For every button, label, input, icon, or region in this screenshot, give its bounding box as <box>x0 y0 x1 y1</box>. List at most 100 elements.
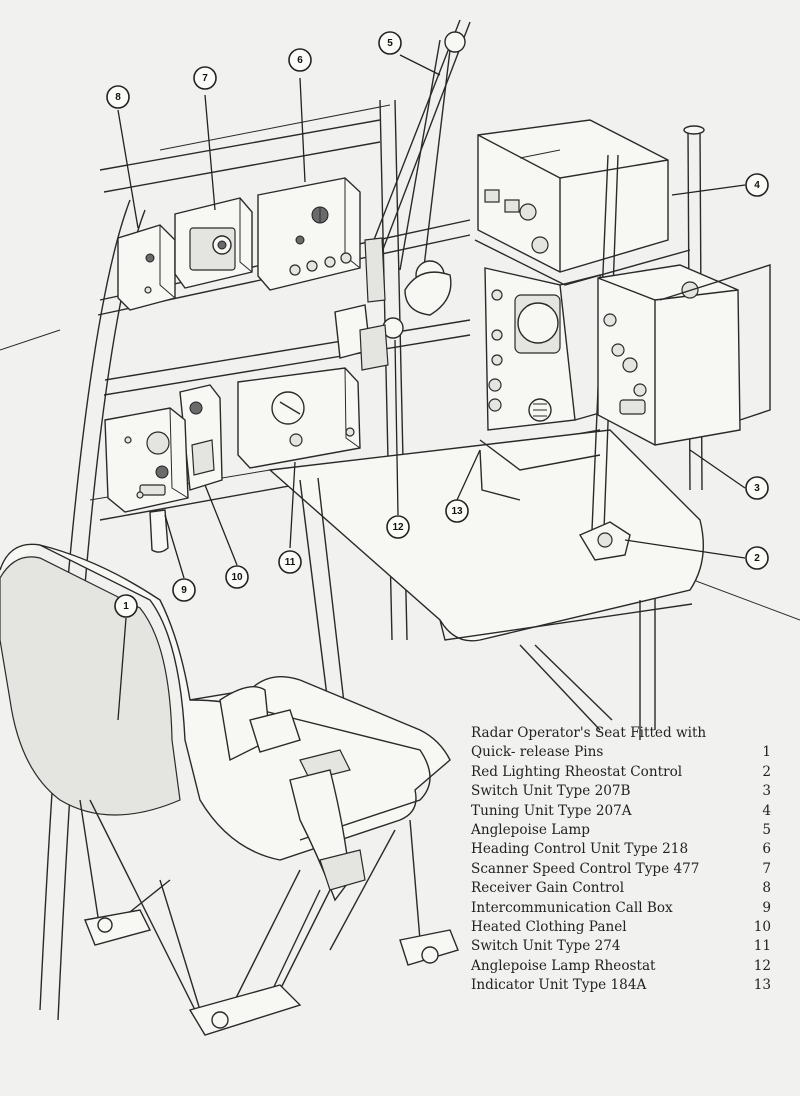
legend-row: Heated Clothing Panel 10 <box>471 918 771 937</box>
callout-4: 4 <box>745 173 769 197</box>
callout-circle <box>172 578 196 602</box>
legend-row: Radar Operator's Seat Fitted with <box>471 724 771 743</box>
callout-number: 12 <box>392 522 404 533</box>
heading-control-unit <box>257 177 361 291</box>
callout-number: 2 <box>754 553 760 564</box>
callout-circle <box>193 66 217 90</box>
legend-label: Anglepoise Lamp <box>471 822 590 839</box>
callout-circle <box>386 515 410 539</box>
callout-2: 2 <box>745 546 769 570</box>
heated-clothing-panel <box>179 384 223 491</box>
legend-label: Quick- release Pins <box>471 744 604 761</box>
callout-number: 13 <box>451 506 463 517</box>
legend-number: 4 <box>762 802 771 819</box>
callout-7: 7 <box>193 66 217 90</box>
callout-12: 12 <box>386 515 410 539</box>
legend-row: Indicator Unit Type 184A 13 <box>471 976 771 995</box>
legend-number: 7 <box>762 860 771 877</box>
legend-number: 3 <box>762 783 771 800</box>
legend-number <box>747 724 771 743</box>
legend-row: Receiver Gain Control 8 <box>471 879 771 898</box>
callout-circle <box>745 476 769 500</box>
legend-label: Heading Control Unit Type 218 <box>471 841 689 858</box>
legend-number: 10 <box>753 919 771 936</box>
legend-label: Receiver Gain Control <box>471 880 625 897</box>
legend-label: Radar Operator's Seat Fitted with <box>471 725 707 741</box>
callout-number: 10 <box>231 572 243 583</box>
indicator-unit <box>479 267 611 501</box>
legend-number: 13 <box>753 977 771 994</box>
callout-number: 3 <box>754 483 760 494</box>
legend-row: Switch Unit Type 274 11 <box>471 937 771 956</box>
callout-number: 5 <box>387 38 393 49</box>
legend-label: Scanner Speed Control Type 477 <box>471 860 700 877</box>
legend-row: Switch Unit Type 207B 3 <box>471 782 771 801</box>
legend-number: 8 <box>762 880 771 897</box>
legend-number: 11 <box>753 938 771 955</box>
legend-row: Red Lighting Rheostat Control 2 <box>471 763 771 782</box>
switch-unit-207b <box>597 264 771 446</box>
callout-6: 6 <box>288 48 312 72</box>
legend-row: Scanner Speed Control Type 477 7 <box>471 860 771 879</box>
tuning-unit <box>474 119 691 286</box>
callout-number: 11 <box>285 557 296 568</box>
callout-circle <box>745 173 769 197</box>
scanner-speed-control <box>174 197 253 289</box>
legend-row: Intercommunication Call Box 9 <box>471 899 771 918</box>
legend-label: Indicator Unit Type 184A <box>471 977 647 994</box>
legend-label: Tuning Unit Type 207A <box>471 802 632 819</box>
legend-label: Intercommunication Call Box <box>471 899 673 916</box>
red-lighting-rheostat <box>578 521 631 561</box>
callout-circle <box>745 546 769 570</box>
legend-row: Anglepoise Lamp Rheostat 12 <box>471 957 771 976</box>
legend-number: 12 <box>753 957 771 974</box>
legend-number: 9 <box>762 899 771 916</box>
callout-circle <box>378 31 402 55</box>
callout-number: 7 <box>202 73 208 84</box>
callout-circle <box>288 48 312 72</box>
legend-number: 6 <box>762 841 771 858</box>
callout-number: 8 <box>115 92 121 103</box>
legend-row: Quick- release Pins 1 <box>471 743 771 762</box>
legend-label: Red Lighting Rheostat Control <box>471 763 683 780</box>
callout-circle <box>106 85 130 109</box>
callout-number: 1 <box>123 601 129 612</box>
callout-3: 3 <box>745 476 769 500</box>
callout-circle <box>278 550 302 574</box>
receiver-gain-control <box>117 224 176 311</box>
callout-circle <box>114 594 138 618</box>
callout-leaders <box>117 54 746 721</box>
callout-number: 6 <box>297 55 303 66</box>
callout-10: 10 <box>225 565 249 589</box>
legend-label: Anglepoise Lamp Rheostat <box>471 957 656 974</box>
callout-number: 4 <box>754 180 760 191</box>
legend-label: Switch Unit Type 207B <box>471 783 631 800</box>
operator-desk <box>268 429 705 740</box>
callout-9: 9 <box>172 578 196 602</box>
callout-1: 1 <box>114 594 138 618</box>
intercom-call-box <box>104 407 189 553</box>
switch-unit-274 <box>237 367 361 469</box>
legend-label: Heated Clothing Panel <box>471 919 627 936</box>
legend-number: 2 <box>762 763 771 780</box>
callout-5: 5 <box>378 31 402 55</box>
legend-number: 5 <box>762 822 771 839</box>
callout-13: 13 <box>445 499 469 523</box>
callout-8: 8 <box>106 85 130 109</box>
legend-number: 1 <box>762 744 771 761</box>
callout-11: 11 <box>278 550 302 574</box>
callout-circle <box>445 499 469 523</box>
legend-row: Heading Control Unit Type 218 6 <box>471 840 771 859</box>
callout-circle <box>225 565 249 589</box>
anglepoise-lamp <box>334 19 471 371</box>
legend-label: Switch Unit Type 274 <box>471 938 621 955</box>
operator-seat <box>0 543 459 1036</box>
legend-row: Tuning Unit Type 207A 4 <box>471 802 771 821</box>
legend-row: Anglepoise Lamp 5 <box>471 821 771 840</box>
callout-number: 9 <box>181 585 187 596</box>
